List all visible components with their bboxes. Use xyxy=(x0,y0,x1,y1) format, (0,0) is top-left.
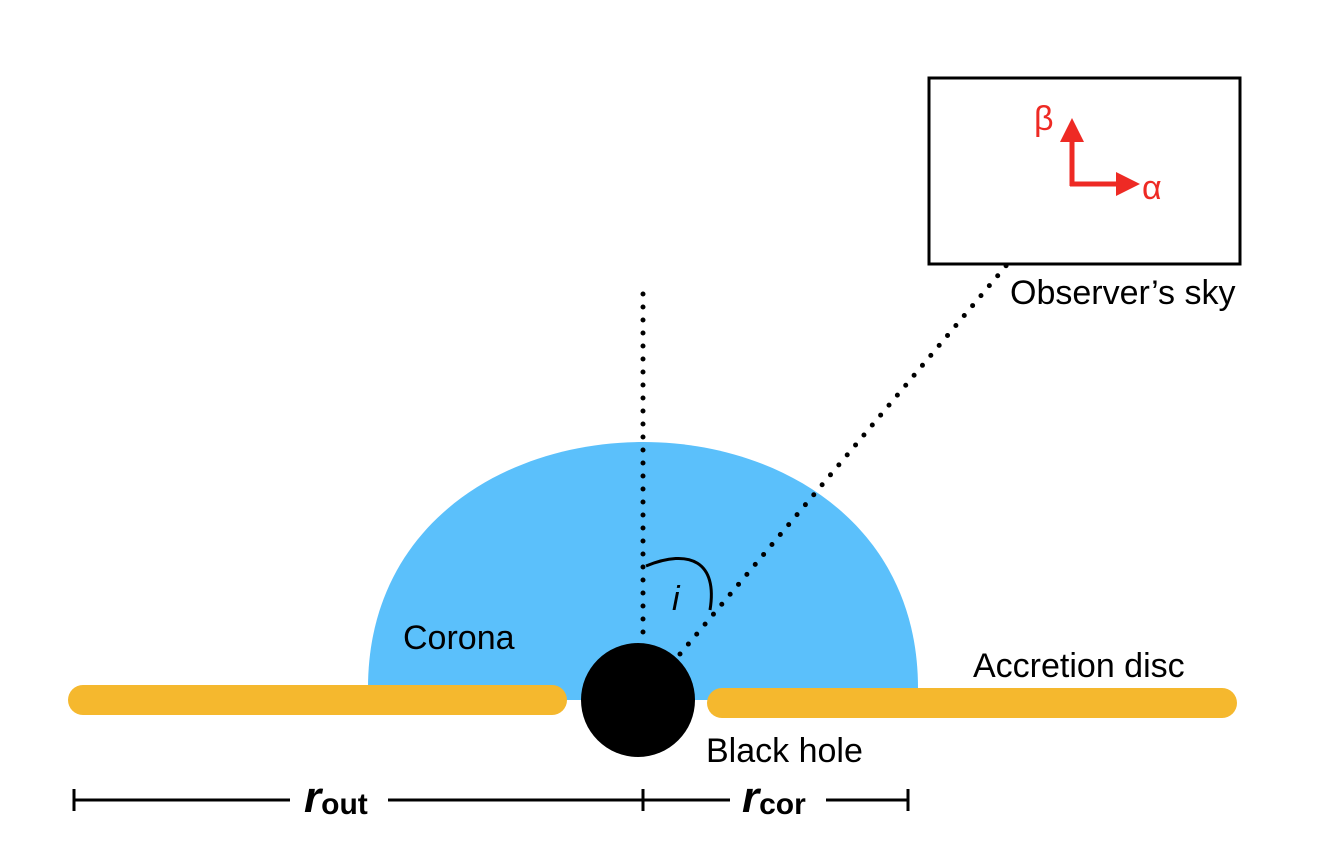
alpha-label: α xyxy=(1142,169,1162,207)
r-out-label: rout xyxy=(304,773,368,822)
beta-arrowhead xyxy=(1060,118,1084,142)
black-hole xyxy=(581,643,695,757)
corona-label: Corona xyxy=(403,619,515,657)
alpha-arrowhead xyxy=(1116,172,1140,196)
r-cor-label: rcor xyxy=(742,773,806,822)
observers-sky-box xyxy=(927,76,1242,266)
beta-label: β xyxy=(1034,100,1054,138)
accretion-disc-label: Accretion disc xyxy=(973,647,1185,685)
observers-sky-label: Observer’s sky xyxy=(1010,274,1235,312)
inclination-label: i xyxy=(672,580,681,618)
black-hole-label: Black hole xyxy=(706,732,863,770)
inclination-arc xyxy=(645,557,713,611)
scale-bar xyxy=(72,789,910,811)
corona-shape xyxy=(368,442,918,700)
